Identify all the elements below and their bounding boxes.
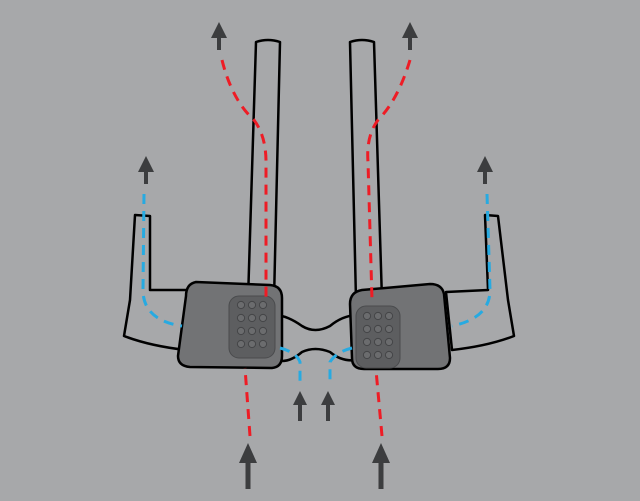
armpad-hole <box>373 324 383 334</box>
armpad-hole <box>373 350 383 360</box>
red-route-right-top <box>366 59 412 301</box>
arrow-up-icon <box>293 391 307 421</box>
blue-route-center-left <box>279 346 302 382</box>
armpad-hole <box>236 313 246 323</box>
armpad-hole <box>373 311 383 321</box>
arrow-up-icon <box>372 443 390 489</box>
armpad-hole <box>362 324 372 334</box>
arrow-up-icon <box>211 22 227 50</box>
red-route-right-bottom <box>374 369 384 437</box>
armpad-hole <box>247 300 257 310</box>
armpad-hole <box>258 326 268 336</box>
right-basebar-wing <box>444 213 516 352</box>
right-armpad-holes <box>362 311 394 360</box>
arrow-up-icon <box>477 156 493 184</box>
armpad-hole <box>258 300 268 310</box>
blue-route-right <box>451 193 492 328</box>
arrow-up-icon <box>321 391 335 421</box>
right-extension-bar <box>348 38 384 302</box>
armpad-hole <box>362 350 372 360</box>
armpad-hole <box>384 350 394 360</box>
left-armpad-holes <box>236 300 268 349</box>
arrow-up-icon <box>138 156 154 184</box>
armpad-hole <box>247 313 257 323</box>
armpad-hole <box>236 326 246 336</box>
arrow-up-icon <box>239 443 257 489</box>
armpad-hole <box>362 311 372 321</box>
arrow-up-icon <box>402 22 418 50</box>
armpad-hole <box>258 313 268 323</box>
left-basebar-wing <box>122 213 192 352</box>
armpad-hole <box>384 324 394 334</box>
armpad-hole <box>384 337 394 347</box>
armpad-hole <box>236 300 246 310</box>
armpad-hole <box>236 339 246 349</box>
red-route-left-bottom <box>243 367 252 437</box>
armpad-hole <box>384 311 394 321</box>
left-extension-bar <box>246 38 282 302</box>
blue-route-center-right <box>328 346 353 382</box>
red-route-left-top <box>220 59 268 300</box>
armpad-hole <box>362 337 372 347</box>
armpad-hole <box>247 339 257 349</box>
blue-route-left <box>141 193 183 328</box>
armpad-hole <box>258 339 268 349</box>
armpad-hole <box>373 337 383 347</box>
armpad-hole <box>247 326 257 336</box>
